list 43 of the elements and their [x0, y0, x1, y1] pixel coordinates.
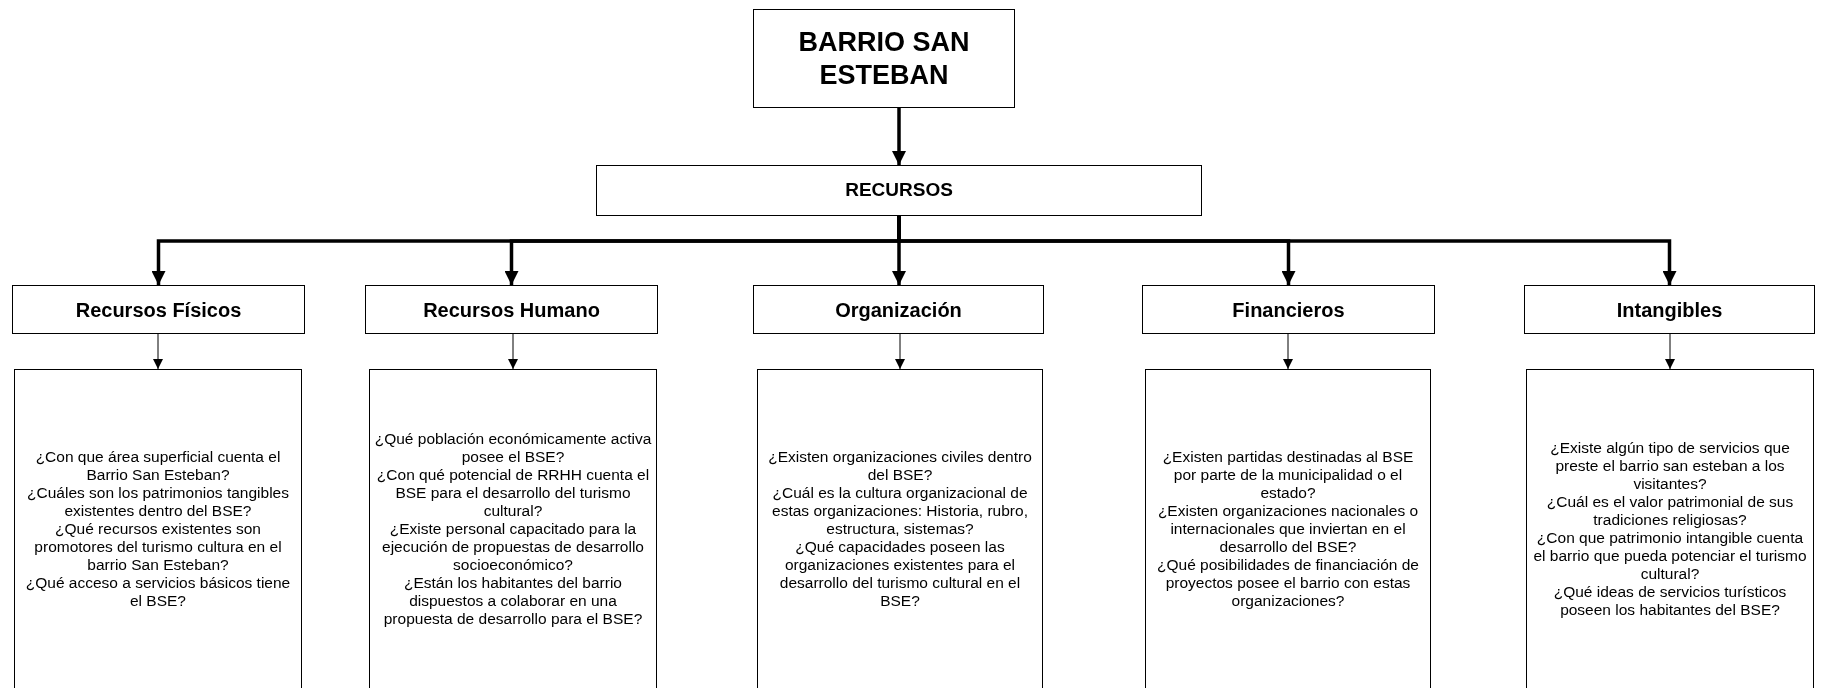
category-box	[596, 165, 1202, 216]
question-text: ¿Existe personal capacitado para la ejecución de propuestas de desarrollo socioeconómico?	[381, 520, 645, 574]
question-text: ¿Existen organizaciones civiles dentro del BSE?	[767, 448, 1033, 484]
header-label: Recursos Humano	[423, 297, 600, 322]
question-box	[14, 369, 302, 688]
question-text: ¿Están los habitantes del barrio dispuestos a colaborar en una propuesta de desarrollo para el BSE?	[382, 574, 644, 628]
question-text: ¿Qué acceso a servicios básicos tiene el BSE?	[24, 574, 292, 610]
header-label: Organización	[835, 297, 962, 322]
question-box	[757, 369, 1043, 688]
question-box	[1145, 369, 1431, 688]
question-text: ¿Qué recursos existentes son promotores del turismo cultura en el barrio San Esteban?	[33, 520, 283, 574]
question-text: ¿Qué ideas de servicios turísticos poseen los habitantes del BSE?	[1552, 583, 1788, 619]
title-box	[753, 9, 1015, 108]
arrow	[508, 333, 518, 370]
title-text: BARRIO SAN ESTEBAN	[797, 26, 971, 91]
question-text: ¿Con qué potencial de RRHH cuenta el BSE para el desarrollo del turismo cultural?	[375, 466, 651, 520]
header-box	[1142, 285, 1435, 334]
question-text: ¿Qué población económicamente activa posee el BSE?	[374, 430, 652, 466]
question-text: ¿Con que patrimonio intangible cuenta el barrio que pueda potenciar el turismo cultural?	[1532, 529, 1808, 583]
question-text: ¿Qué posibilidades de financiación de proyectos posee el barrio con estas organizaciones?	[1156, 556, 1420, 610]
arrow	[892, 108, 906, 165]
question-text: ¿Existen partidas destinadas al BSE por parte de la municipalidad o el estado?	[1161, 448, 1415, 502]
header-label: Financieros	[1232, 297, 1345, 322]
arrow	[153, 333, 163, 370]
question-text: ¿Con que área superficial cuenta el Barrio San Esteban?	[34, 448, 282, 484]
header-label: Recursos Físicos	[75, 297, 242, 322]
question-text: ¿Cuál es el valor patrimonial de sus tradiciones religiosas?	[1545, 493, 1795, 529]
question-box	[1526, 369, 1814, 688]
arrow	[1283, 333, 1293, 370]
header-box	[12, 285, 305, 334]
question-text: ¿Cuál es la cultura organizacional de estas organizaciones: Historia, rubro, estructura, sistemas?	[771, 484, 1029, 538]
arrow	[895, 333, 905, 370]
header-box	[365, 285, 658, 334]
arrow	[1665, 333, 1675, 370]
question-text: ¿Existe algún tipo de servicios que preste el barrio san esteban a los visitantes?	[1549, 439, 1791, 493]
header-box	[753, 285, 1044, 334]
header-label: Intangibles	[1616, 297, 1723, 322]
category-label: RECURSOS	[845, 179, 953, 202]
question-text: ¿Cuáles son los patrimonios tangibles existentes dentro del BSE?	[26, 484, 290, 520]
question-box	[369, 369, 657, 688]
question-text: ¿Existen organizaciones nacionales o internacionales que inviertan en el desarrollo del BSE?	[1156, 502, 1420, 556]
question-text: ¿Qué capacidades poseen las organizaciones existentes para el desarrollo del turismo cultural en el BSE?	[778, 538, 1022, 610]
header-box	[1524, 285, 1815, 334]
